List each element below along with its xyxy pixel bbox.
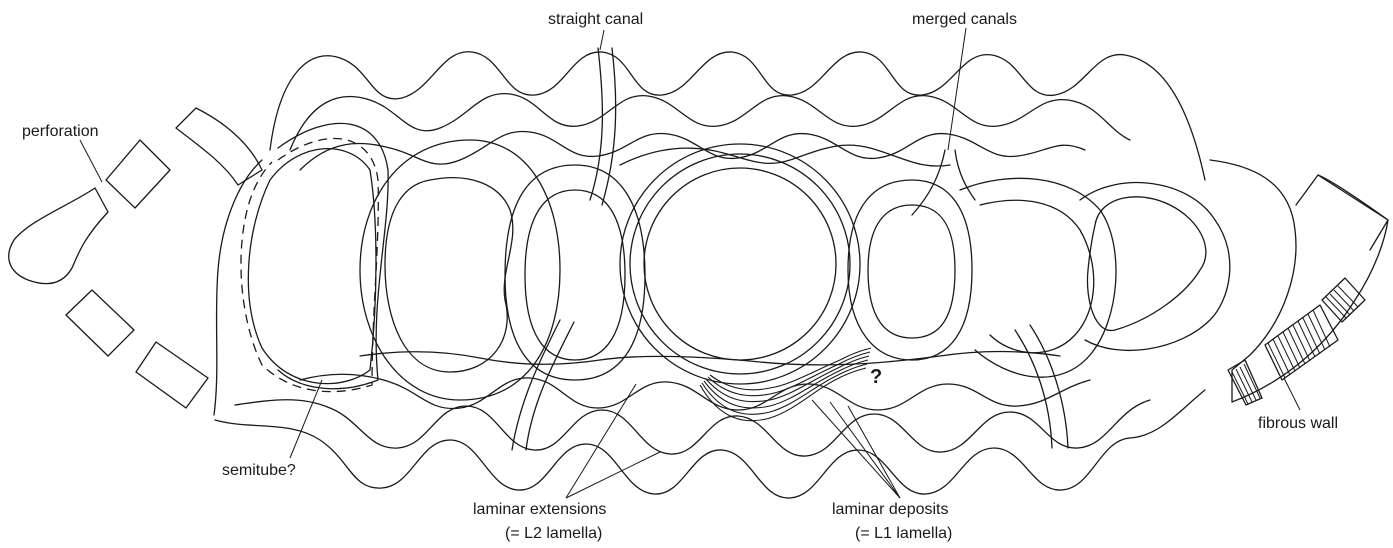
chamber-right-3 <box>1079 181 1231 352</box>
straight-canal <box>511 47 617 451</box>
label-laminar-deposits: laminar deposits <box>832 501 949 518</box>
chamber-right-2 <box>959 177 1117 378</box>
label-laminar-deposits-l1: (= L1 lamella) <box>855 525 952 542</box>
label-semitube: semitube? <box>222 462 296 479</box>
fibrous-wall-hatching <box>1231 285 1359 405</box>
laminar-extensions-upper <box>269 51 1206 181</box>
label-merged-canals: merged canals <box>912 11 1017 28</box>
leader-lines <box>79 27 1301 499</box>
label-straight-canal: straight canal <box>548 11 643 28</box>
label-fibrous-wall: fibrous wall <box>1258 415 1338 432</box>
laminar-deposits <box>699 347 872 422</box>
chamber-left-3 <box>359 139 561 401</box>
left-fragmented-chamber <box>8 107 263 409</box>
right-end-chamber <box>1209 159 1389 406</box>
chamber-left-4 <box>504 164 646 381</box>
laminar-extensions-lower <box>214 350 1206 499</box>
label-laminar-extensions: laminar extensions <box>473 501 606 518</box>
chamber-right-1 <box>847 179 973 361</box>
label-perforation: perforation <box>22 123 99 140</box>
merged-canals <box>911 149 1069 449</box>
question-mark: ? <box>870 366 882 388</box>
label-laminar-extensions-l2: (= L2 lamella) <box>505 525 602 542</box>
semitube-chamber <box>213 122 389 416</box>
central-chamber <box>619 143 861 385</box>
